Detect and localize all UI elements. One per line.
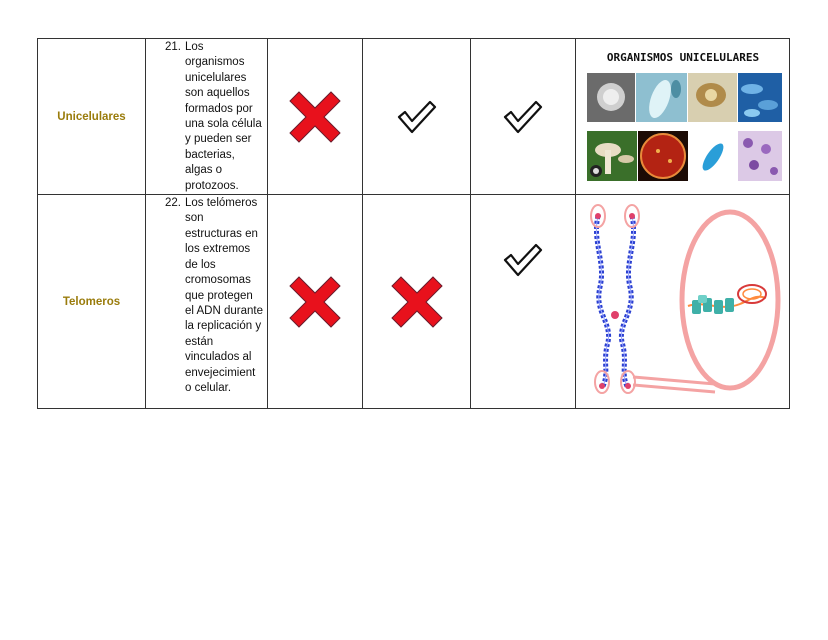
worksheet-table: Unicelulares 21. Los organismos unicelul…: [37, 37, 790, 410]
x-mark-icon: [289, 90, 341, 143]
item-number: 21.: [165, 41, 181, 53]
term-label: Telomeros: [62, 295, 121, 308]
term-cell: Telomeros: [37, 194, 146, 410]
definition-cell: 21. Los organismos unicelulares son aque…: [145, 37, 268, 196]
definition-cell: 22. Los telómeros son estructuras en los…: [145, 194, 268, 410]
check-mark-icon: [397, 100, 436, 133]
answer-cell: [267, 37, 363, 196]
item-number: 22.: [165, 197, 181, 210]
image-cell: [575, 194, 790, 410]
collage-caption: ORGANISMOS UNICELULARES: [606, 51, 758, 64]
definition-text: Los organismos unicelulares son aquellos…: [185, 41, 262, 192]
telomere-chromosome-illustration: [589, 203, 780, 394]
term-cell: Unicelulares: [37, 37, 146, 196]
answer-cell: [470, 37, 576, 196]
definition-text: Los telómeros son estructuras en los ext…: [185, 197, 263, 394]
check-mark-icon: [503, 100, 543, 133]
check-mark-icon: [503, 243, 543, 277]
answer-cell: [267, 194, 363, 410]
image-cell: ORGANISMOS UNICELULARES: [575, 37, 790, 196]
answer-cell: [470, 194, 576, 410]
answer-cell: [362, 37, 471, 196]
unicellular-organisms-collage: ORGANISMOS UNICELULARES: [586, 51, 782, 181]
table-row: Telomeros 22. Los telómeros son estructu…: [37, 194, 790, 410]
table-row: Unicelulares 21. Los organismos unicelul…: [37, 37, 790, 196]
term-label: Unicelulares: [57, 110, 126, 123]
x-mark-icon: [390, 275, 443, 328]
answer-cell: [362, 194, 471, 410]
x-mark-icon: [289, 275, 341, 328]
